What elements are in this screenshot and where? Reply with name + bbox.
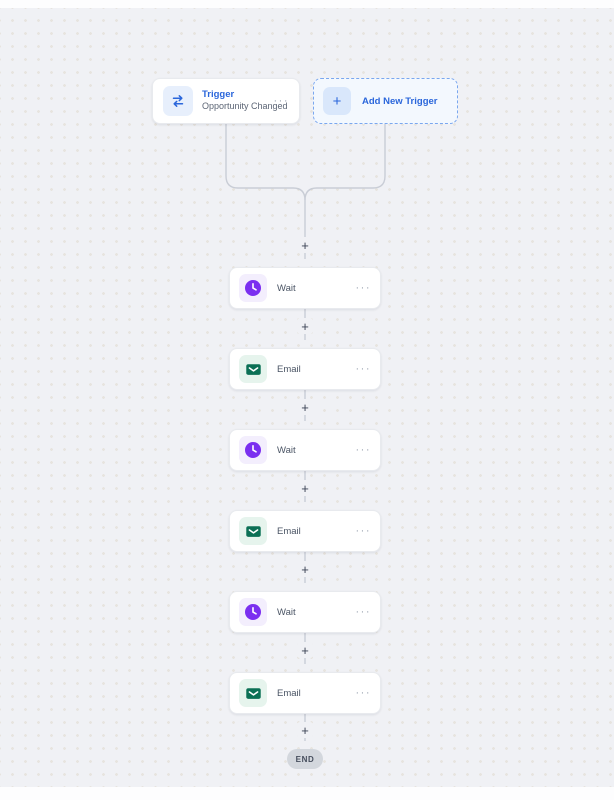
add-new-trigger-label: Add New Trigger [362,95,438,107]
insert-step-button[interactable]: + [297,318,313,334]
trigger-subtitle: Opportunity Changed [202,101,288,112]
node-more-options-icon[interactable]: ··· [355,443,371,456]
trigger-title: Trigger [202,88,235,100]
envelope-icon [239,355,267,383]
insert-step-button[interactable]: + [297,399,313,415]
plus-icon: + [323,87,351,115]
node-card-email-2[interactable]: Email ··· [229,510,381,552]
node-more-options-icon[interactable]: ··· [355,362,371,375]
insert-step-button[interactable]: + [297,722,313,738]
node-label: Wait [277,606,296,618]
node-label: Email [277,687,301,699]
workflow-canvas[interactable]: Trigger Opportunity Changed ··· + Add Ne… [0,8,614,787]
node-card-email-1[interactable]: Email ··· [229,348,381,390]
node-card-email-3[interactable]: Email ··· [229,672,381,714]
node-label: Email [277,363,301,375]
trigger-card[interactable]: Trigger Opportunity Changed ··· [152,78,300,124]
node-card-wait-1[interactable]: Wait ··· [229,267,381,309]
add-new-trigger-button[interactable]: + Add New Trigger [313,78,458,124]
insert-step-button[interactable]: + [297,561,313,577]
end-badge: END [287,749,323,769]
node-more-options-icon[interactable]: ··· [355,605,371,618]
insert-step-button[interactable]: + [297,642,313,658]
insert-step-button[interactable]: + [297,480,313,496]
node-label: Wait [277,444,296,456]
clock-icon [239,436,267,464]
node-label: Wait [277,282,296,294]
insert-step-button[interactable]: + [297,237,313,253]
envelope-icon [239,517,267,545]
clock-icon [239,274,267,302]
node-label: Email [277,525,301,537]
envelope-icon [239,679,267,707]
clock-icon [239,598,267,626]
node-card-wait-2[interactable]: Wait ··· [229,429,381,471]
node-more-options-icon[interactable]: ··· [355,524,371,537]
end-badge-label: END [295,754,315,764]
trigger-more-options-icon[interactable]: ··· [273,94,289,107]
node-more-options-icon[interactable]: ··· [355,686,371,699]
node-more-options-icon[interactable]: ··· [355,281,371,294]
node-card-wait-3[interactable]: Wait ··· [229,591,381,633]
swap-arrows-icon [163,86,193,116]
